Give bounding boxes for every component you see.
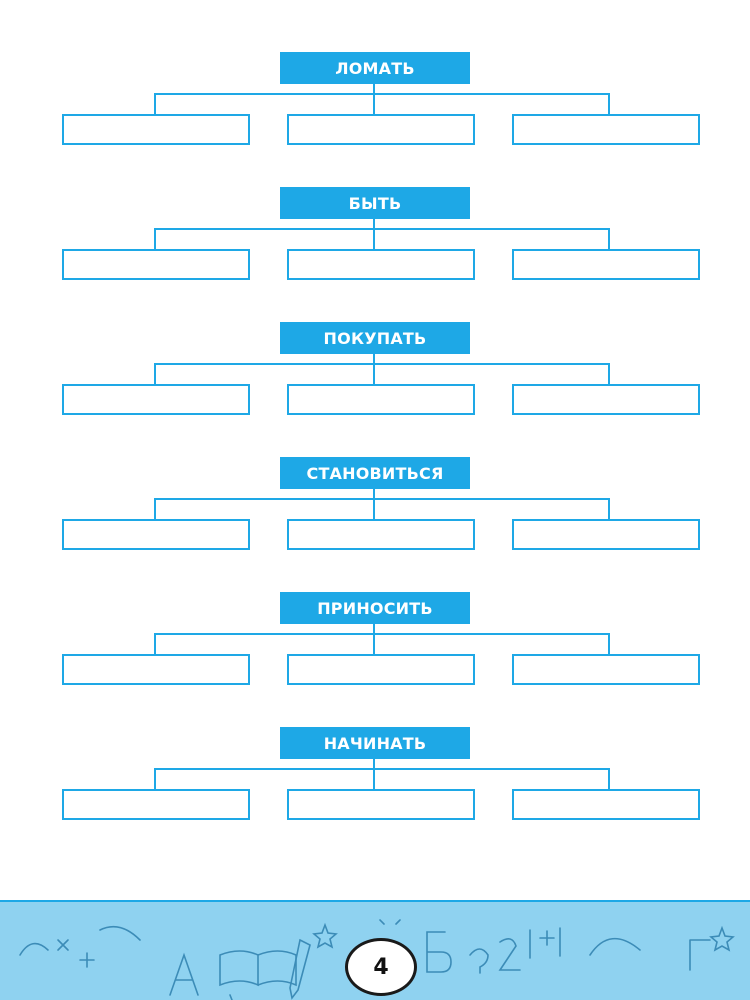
tree-connector — [154, 489, 610, 519]
verb-label: ПОКУПАТЬ — [280, 322, 470, 354]
answer-box[interactable] — [62, 654, 250, 685]
verb-label: БЫТЬ — [280, 187, 470, 219]
answer-box[interactable] — [512, 384, 700, 415]
answer-box[interactable] — [287, 789, 475, 820]
verb-group-1: ЛОМАТЬ — [0, 52, 750, 162]
footer-edge — [0, 900, 750, 902]
answer-box[interactable] — [62, 519, 250, 550]
verb-label: ЛОМАТЬ — [280, 52, 470, 84]
answer-box[interactable] — [287, 384, 475, 415]
answer-box[interactable] — [512, 519, 700, 550]
answer-box[interactable] — [512, 789, 700, 820]
verb-group-3: ПОКУПАТЬ — [0, 322, 750, 432]
verb-label: ПРИНОСИТЬ — [280, 592, 470, 624]
tree-connector — [154, 759, 610, 789]
tree-connector — [154, 624, 610, 654]
book-icon — [219, 950, 297, 987]
answer-box[interactable] — [62, 249, 250, 280]
answer-box[interactable] — [512, 114, 700, 145]
verb-label: НАЧИНАТЬ — [280, 727, 470, 759]
tree-connector — [154, 84, 610, 114]
answer-box[interactable] — [287, 114, 475, 145]
answer-box[interactable] — [62, 789, 250, 820]
answer-box[interactable] — [287, 519, 475, 550]
answer-box[interactable] — [512, 654, 700, 685]
answer-box[interactable] — [287, 249, 475, 280]
tree-connector — [154, 219, 610, 249]
star-icon — [312, 922, 338, 949]
page-number: 4 — [345, 938, 417, 996]
answer-box[interactable] — [62, 114, 250, 145]
tree-connector — [154, 354, 610, 384]
verb-group-5: ПРИНОСИТЬ — [0, 592, 750, 702]
answer-box[interactable] — [287, 654, 475, 685]
verb-group-2: БЫТЬ — [0, 187, 750, 297]
verb-group-6: НАЧИНАТЬ — [0, 727, 750, 837]
footer-doodles — [19, 919, 735, 1000]
pencil-icon — [289, 938, 311, 1000]
answer-box[interactable] — [512, 249, 700, 280]
verb-group-4: СТАНОВИТЬСЯ — [0, 457, 750, 567]
verb-label: СТАНОВИТЬСЯ — [280, 457, 470, 489]
answer-box[interactable] — [62, 384, 250, 415]
